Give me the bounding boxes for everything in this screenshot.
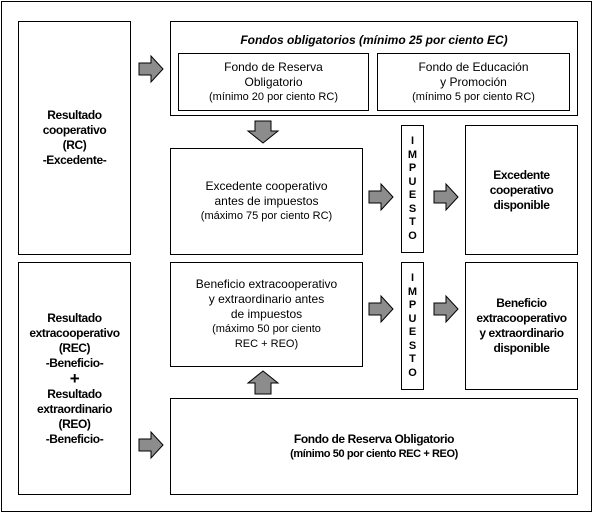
beneficio-antes-note: REC + REO) (234, 338, 299, 350)
excedente-disponible-line: disponible (493, 197, 550, 212)
impuesto-letter: T (409, 353, 416, 365)
fondos-obligatorios-note: (mínimo 25 por ciento EC) (358, 33, 508, 47)
resultado-extra-box: Resultado extracooperativo (REC) -Benefi… (18, 262, 131, 495)
resultado-cooperativo-line: Resultado (47, 108, 102, 122)
beneficio-disponible-line: extracooperativo (476, 311, 567, 325)
arrow-down-icon (246, 120, 280, 144)
fondo-reserva-bottom-note: (mínimo 50 por ciento REC + REO) (290, 447, 458, 460)
impuesto-letter: M (407, 148, 418, 161)
excedente-disponible-line: cooperativo (489, 182, 554, 197)
excedente-antes-line: Excedente cooperativo (205, 179, 328, 193)
impuesto-letter: S (408, 339, 417, 352)
arrow-right-icon (368, 182, 394, 212)
resultado-cooperativo-line: (RC) (62, 138, 87, 152)
impuesto-letter: M (407, 285, 418, 298)
resultado-extraordinario-line: (REO) (58, 416, 91, 431)
impuesto-top-box: I M P U E S T O (401, 125, 424, 253)
fondos-obligatorios-heading: Fondos obligatorios (mínimo 25 por cient… (240, 33, 507, 47)
beneficio-disponible-line: Beneficio (496, 296, 547, 310)
impuesto-letter: O (408, 366, 417, 379)
excedente-disponible-box: Excedente cooperativo disponible (465, 125, 578, 255)
beneficio-antes-line: de impuestos (230, 307, 303, 321)
arrow-right-icon (368, 294, 394, 324)
resultado-cooperativo-line: -Excedente- (42, 153, 107, 167)
impuesto-letter: P (408, 162, 417, 174)
resultado-cooperativo-box: Resultado cooperativo (RC) -Excedente- (18, 21, 131, 255)
fondos-obligatorios-title: Fondos obligatorios (240, 33, 356, 47)
resultado-extracooperativo-line: (REC) (58, 340, 91, 355)
excedente-antes-note: (máximo 75 por ciento RC) (200, 210, 333, 222)
impuesto-letter: E (408, 189, 417, 201)
resultado-extraordinario-line: -Beneficio- (45, 431, 104, 446)
impuesto-bottom-box: I M P U E S T O (401, 262, 424, 390)
plus-sign: + (69, 368, 80, 388)
impuesto-letter: I (410, 272, 415, 284)
fondo-reserva-box: Fondo de Reserva Obligatorio (mínimo 20 … (178, 53, 369, 111)
arrow-right-icon (138, 54, 164, 84)
resultado-extraordinario-line: extraordinario (36, 401, 113, 416)
resultado-extracooperativo-line: extracooperativo (29, 325, 120, 340)
impuesto-letter: I (410, 135, 415, 147)
impuesto-letter: U (408, 312, 417, 325)
arrow-up-icon (246, 370, 280, 395)
resultado-extracooperativo-line: -Beneficio- (45, 355, 104, 370)
excedente-antes-box: Excedente cooperativo antes de impuestos… (170, 148, 363, 255)
beneficio-disponible-line: disponible (493, 341, 550, 355)
fondo-reserva-bottom-title: Fondo de Reserva Obligatorio (293, 431, 455, 446)
arrow-right-icon (433, 182, 459, 212)
fondo-reserva-line: Obligatorio (244, 74, 303, 89)
fondo-reserva-line: Fondo de Reserva (224, 59, 323, 74)
resultado-cooperativo-line: cooperativo (42, 123, 107, 137)
excedente-disponible-line: Excedente (493, 167, 550, 182)
beneficio-antes-box: Beneficio extracooperativo y extraordina… (170, 262, 363, 367)
fondo-reserva-bottom-box: Fondo de Reserva Obligatorio (mínimo 50 … (170, 398, 578, 495)
arrow-right-icon (433, 294, 459, 324)
beneficio-disponible-box: Beneficio extracooperativo y extraordina… (465, 262, 578, 390)
beneficio-antes-note: (máximo 50 por ciento (212, 323, 321, 335)
resultado-extraordinario-line: Resultado (47, 386, 102, 401)
impuesto-letter: P (408, 299, 417, 311)
beneficio-disponible-line: y extraordinario (479, 326, 564, 340)
impuesto-letter: T (409, 216, 416, 228)
resultado-extracooperativo-line: Resultado (47, 310, 102, 325)
arrow-right-icon (138, 430, 164, 460)
fondo-educacion-line: y Promoción (440, 74, 507, 89)
fondo-educacion-line: Fondo de Educación (418, 59, 529, 74)
fondo-educacion-note: (mínimo 5 por ciento RC) (412, 90, 535, 103)
impuesto-letter: E (408, 326, 417, 338)
impuesto-letter: O (408, 229, 417, 242)
beneficio-antes-line: Beneficio extracooperativo (195, 277, 338, 291)
excedente-antes-line: antes de impuestos (214, 194, 319, 208)
fondo-educacion-box: Fondo de Educación y Promoción (mínimo 5… (377, 53, 570, 111)
fondo-reserva-note: (mínimo 20 por ciento RC) (209, 90, 338, 103)
impuesto-letter: U (408, 175, 417, 188)
impuesto-letter: S (408, 202, 417, 215)
beneficio-antes-line: y extraordinario antes (208, 292, 325, 306)
